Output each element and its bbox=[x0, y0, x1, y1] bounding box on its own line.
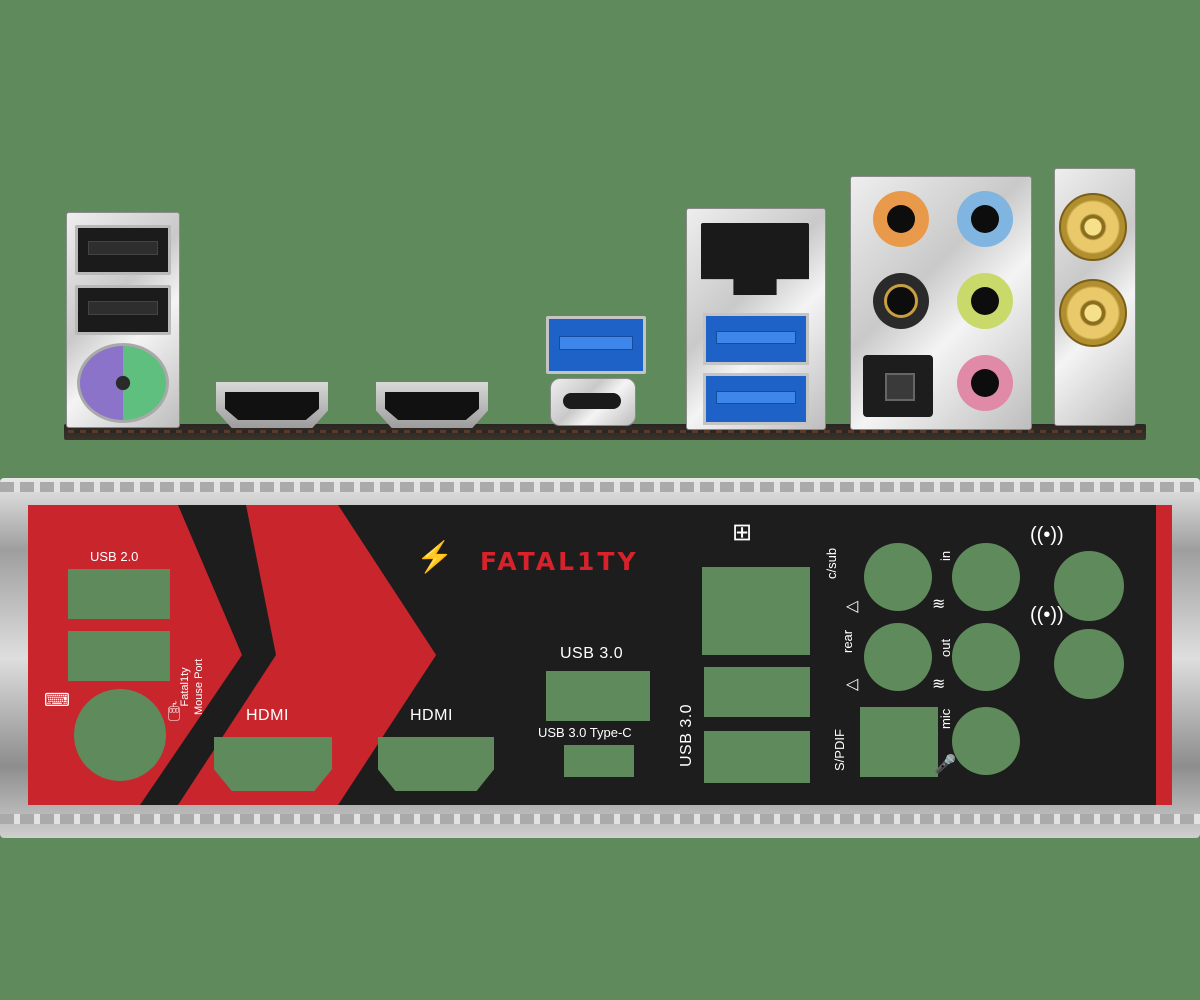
audio-cutout-mic bbox=[952, 707, 1020, 775]
audio-wave-icon: ≋ bbox=[932, 676, 946, 693]
audio-cutout-out bbox=[952, 623, 1020, 691]
usb2-ps2-stack bbox=[66, 212, 180, 428]
antenna-connector-1[interactable] bbox=[1059, 193, 1127, 261]
out-label: out bbox=[938, 638, 953, 657]
mic-label: mic bbox=[938, 708, 953, 729]
usb2-cutout-1 bbox=[68, 569, 170, 619]
keyboard-icon: ⌨ bbox=[44, 690, 70, 710]
usb3-top-label: USB 3.0 bbox=[560, 645, 624, 662]
usb2-port-top[interactable] bbox=[75, 225, 171, 275]
audio-jack-blue[interactable] bbox=[957, 191, 1013, 247]
spdif-cutout bbox=[860, 707, 938, 777]
spdif-label: S/PDIF bbox=[832, 729, 847, 771]
antenna-connector-2[interactable] bbox=[1059, 279, 1127, 347]
wifi-antenna-icon: ((•)) bbox=[1030, 604, 1064, 626]
lan-usb3-stack bbox=[686, 208, 826, 430]
usb3-cutout-stack bbox=[546, 671, 650, 721]
hdmi-label-2: HDMI bbox=[410, 707, 453, 724]
wifi-antenna-bracket bbox=[1054, 168, 1136, 426]
usb2-cutout-2 bbox=[68, 631, 170, 681]
lan-cutout bbox=[702, 567, 810, 655]
spdif-optical-port[interactable] bbox=[863, 355, 933, 417]
antenna-cutout-2 bbox=[1054, 629, 1124, 699]
usb2-label: USB 2.0 bbox=[90, 549, 139, 564]
fatal1ty-logo-icon: ⚡ bbox=[416, 541, 454, 574]
audio-cutout-rear bbox=[864, 623, 932, 691]
brand-wordmark: FATAL1TY bbox=[480, 547, 639, 576]
csub-label: c/sub bbox=[824, 547, 839, 579]
antenna-cutout-1 bbox=[1054, 551, 1124, 621]
shield-rail-top bbox=[0, 482, 1200, 492]
audio-block bbox=[850, 176, 1032, 430]
microphone-icon: 🎤 bbox=[934, 754, 957, 774]
audio-cutout-in bbox=[952, 543, 1020, 611]
shield-rail-bottom bbox=[0, 814, 1200, 824]
rear-label: rear bbox=[840, 629, 855, 653]
io-shield-plate: USB 2.0 Fatal1ty Mouse Port ⌨ 🖱 HDMI HDM… bbox=[28, 505, 1172, 805]
ps2-cutout bbox=[74, 689, 166, 781]
wifi-antenna-icon: ((•)) bbox=[1030, 524, 1064, 546]
speaker-icon: ◁ bbox=[846, 676, 859, 693]
ps2-port[interactable] bbox=[77, 343, 169, 423]
audio-jack-orange[interactable] bbox=[873, 191, 929, 247]
audio-jack-lime[interactable] bbox=[957, 273, 1013, 329]
usb3-typec-label: USB 3.0 Type-C bbox=[538, 725, 632, 740]
usb2-port-bottom[interactable] bbox=[75, 285, 171, 335]
usb3-cutout-1 bbox=[704, 667, 810, 717]
audio-wave-icon: ≋ bbox=[932, 596, 946, 613]
hdmi-port-2[interactable] bbox=[376, 382, 488, 428]
usb-typec-port[interactable] bbox=[550, 378, 636, 426]
in-label: in bbox=[938, 550, 953, 561]
mouse-port-label: Fatal1ty Mouse Port bbox=[179, 658, 205, 715]
lan-port[interactable] bbox=[701, 223, 809, 295]
typec-cutout bbox=[564, 745, 634, 777]
usb3-port-1[interactable] bbox=[703, 313, 809, 365]
usb3-cutout-2 bbox=[704, 731, 810, 783]
network-icon: ⊞ bbox=[732, 519, 753, 546]
mouse-icon: 🖱 bbox=[168, 700, 180, 722]
usb3-port-stack-top[interactable] bbox=[546, 316, 646, 374]
audio-cutout-csub bbox=[864, 543, 932, 611]
usb3-typec-stack bbox=[546, 316, 646, 428]
hdmi-port-1[interactable] bbox=[216, 382, 328, 428]
hdmi-cutout-2 bbox=[378, 737, 494, 791]
speaker-icon: ◁ bbox=[846, 598, 859, 615]
usb3-port-2[interactable] bbox=[703, 373, 809, 425]
audio-jack-black[interactable] bbox=[873, 273, 929, 329]
hdmi-cutout-1 bbox=[214, 737, 332, 791]
usb3-side-label: USB 3.0 bbox=[678, 703, 695, 767]
audio-jack-pink[interactable] bbox=[957, 355, 1013, 411]
hdmi-label-1: HDMI bbox=[246, 707, 289, 724]
